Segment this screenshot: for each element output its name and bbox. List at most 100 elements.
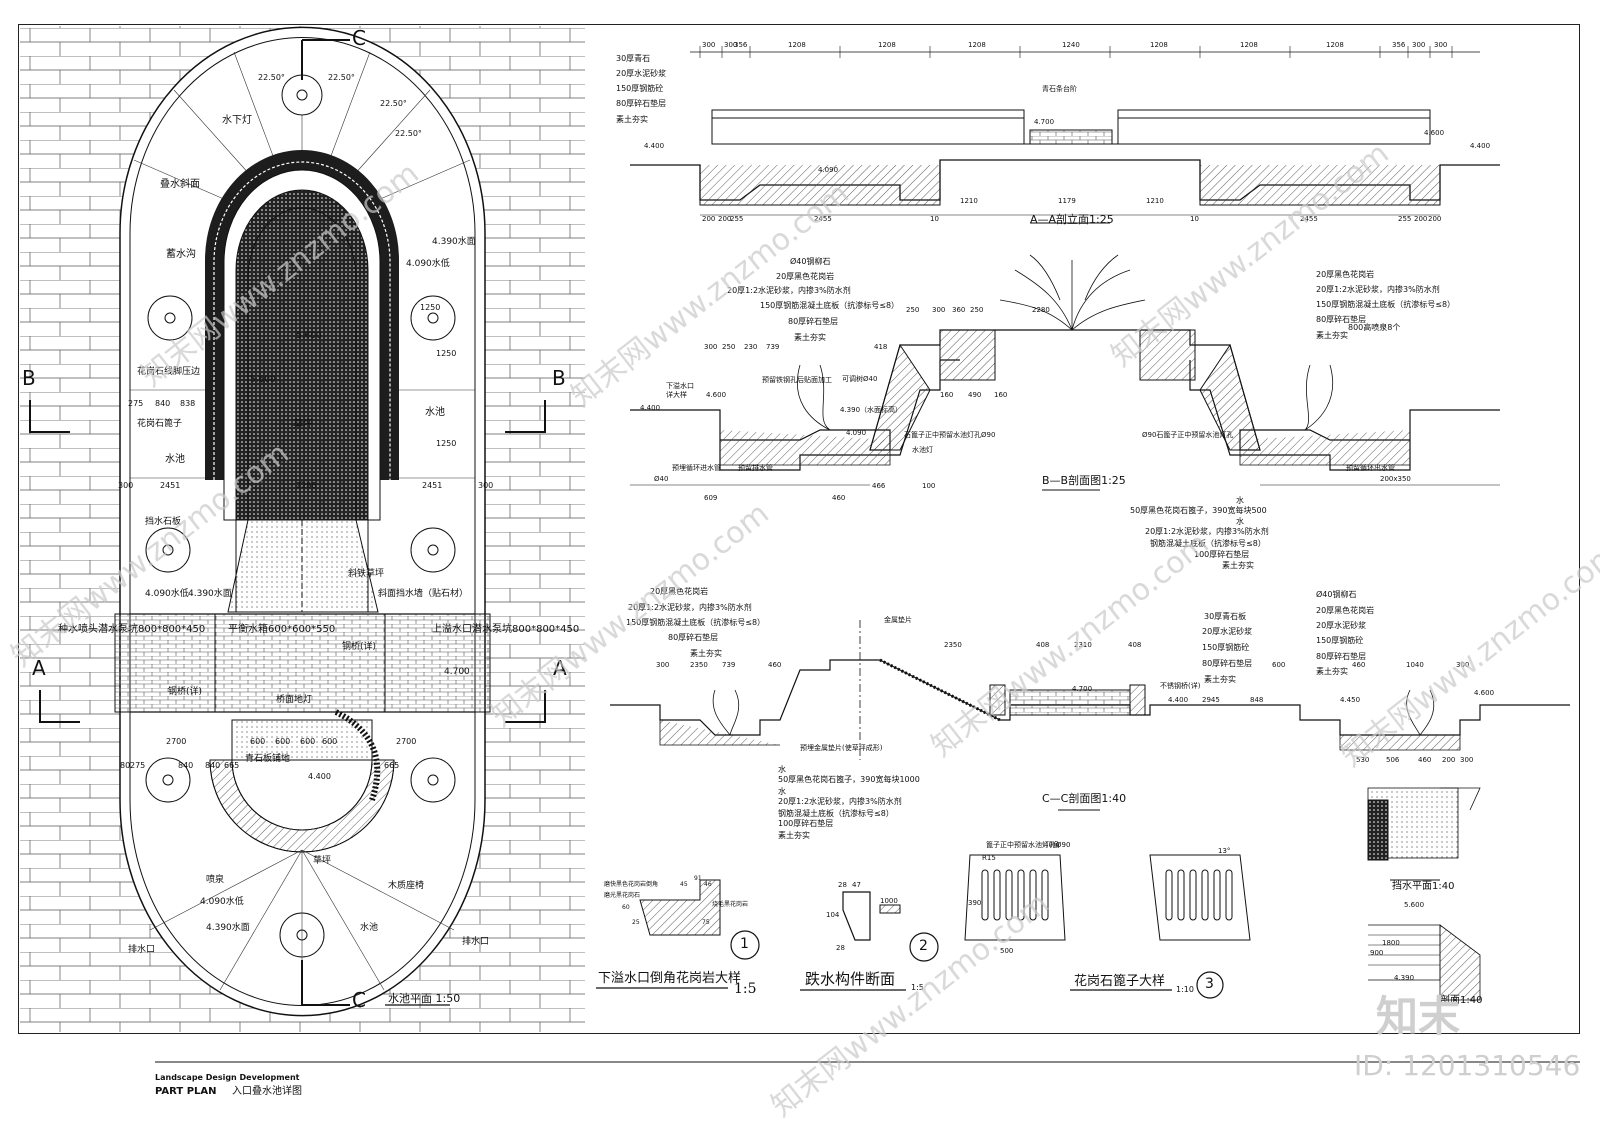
section-a-top-dim-6: 1240 [1062,41,1080,49]
section-b-bottom-layer-6: 素土夯实 [1222,561,1254,570]
section-b-left-layer-2: 20厚1:2水泥砂浆，内掺3%防水剂 [727,286,851,295]
plan-dim-16: 2700 [396,737,417,746]
plan-dim-1: 22.50° [328,73,355,82]
detail-5-label-1: 4.390 [1394,974,1415,982]
plan-dim-6: 2451 [422,481,443,490]
section-c-bottom-layer-1: 50厚黑色花岗石篦子，390宽每块1000 [778,775,920,784]
section-b-marker-right: B [552,366,566,390]
section-c-mid-layer-1: 20厚水泥砂浆 [1202,627,1253,636]
plan-dim-3: 22.50° [395,129,422,138]
label-elev-1: 5.600 [250,375,276,385]
section-b-label-5: 4.090 [846,429,867,437]
detail-1-number: 1 [740,936,749,952]
section-a-bottom-dim-5: 1210 [960,197,978,205]
section-c-label-6: 848 [1250,696,1264,704]
plan-dim-26: 840 [205,761,221,770]
section-a-label-4400-right: 4.400 [1470,142,1491,150]
detail-2-number: 2 [919,938,928,954]
section-a-top-dim-7: 1208 [1150,41,1168,49]
detail-3-label-5: 390 [968,899,982,907]
section-c-left-layer-3: 80厚碎石垫层 [668,633,719,642]
section-a-layer-0: 30厚青石 [616,54,651,63]
section-a-marker-left: A [32,656,46,680]
plan-title: 水池平面 1:50 [388,992,461,1005]
detail-2-label-1: 47 [852,881,861,889]
section-b-label-2: 预留铁钢孔后贴面加工 [762,376,832,384]
label-stone-paving: 青石板铺地 [245,754,291,764]
section-b-left-layer-3: 150厚钢筋混凝土底板（抗渗标号≤8） [760,301,900,310]
detail-3-number: 3 [1205,976,1214,992]
section-a-top-dim-11: 300 [1412,41,1426,49]
label-lawn: 草坪 [293,419,313,430]
section-a-top-dim-10: 356 [1392,41,1406,49]
section-a-label-4600: 4.600 [1424,129,1445,137]
section-c-dim-16: 300 [1460,756,1474,764]
label-water-bottom-1: 4.090水低 [406,259,450,269]
detail-2-title: 跌水构件断面 [805,970,896,988]
plan-dim-21: 665 [224,761,240,770]
label-water-level-1: 4.390水面 [432,237,476,247]
plan-dim-2: 22.50° [380,99,407,108]
plan-dim-25: 840 [178,761,194,770]
plan-dim-18: 600 [275,737,291,746]
section-b-dim-13: 460 [832,494,846,502]
detail-1-scale: 1:5 [734,981,757,997]
detail-2-scale: 1:5 [911,983,924,992]
section-c-marker-bottom: C [352,988,366,1012]
titleblock-line3: 入口叠水池详图 [232,1086,302,1097]
section-b-right-layer-5: 800高喷泉8个 [1348,323,1401,332]
section-c-dim-2: 739 [722,661,736,669]
titleblock-line1: Landscape Design Development [155,1073,300,1082]
section-c-mid-layer-0: 30厚青石板 [1204,612,1247,621]
label-granite-cover: 花岗石篦子 [137,419,183,429]
section-a-marker-right: A [553,656,567,680]
section-c-dim-15: 200 [1442,756,1456,764]
section-b-dim-0: 300 [704,343,718,351]
detail-5-label-2: 1800 [1382,939,1400,947]
plan-dim-22: 665 [384,761,400,770]
section-b-label-3: 可调树Ø40 [842,375,878,383]
detail-1-label-6: 60 [622,904,630,911]
titleblock-line2: PART PLAN [155,1086,217,1097]
section-b-label-1: 详大样 [666,391,687,399]
plan-dim-15: 2700 [166,737,187,746]
label-steel-bridge-2: 钢桥(详) [168,687,203,697]
section-b [630,254,1500,491]
section-c-right-layer-1: 20厚黑色花岗岩 [1316,606,1375,615]
label-storage-channel: 蓄水沟 [166,249,196,260]
section-b-right-layer-1: 20厚1:2水泥砂浆，内掺3%防水剂 [1316,285,1440,294]
section-c-bottom-layer-5: 100厚碎石垫层 [778,819,834,828]
label-pump-left: 种水喷头潜水泵坑800*800*450 [58,624,206,635]
section-a-layer-3: 80厚碎石垫层 [616,99,667,108]
section-a-layer-1: 20厚水泥砂浆 [616,69,667,78]
section-b-bottom-layer-1: 50厚黑色花岗石篦子，390宽每块500 [1130,506,1267,515]
section-c-dim-10: 1040 [1406,661,1424,669]
section-b-label-9: Ø40 [654,475,669,483]
section-b-label-16: 2280 [1032,306,1050,314]
section-b-label-6: 石篦子正中预留水池灯孔Ø90 [904,431,996,439]
detail-1-label-3: 91 [694,875,702,882]
section-b-bottom-layer-2: 水 [1236,517,1244,526]
section-a-top-dim-0: 300 [702,41,716,49]
section-b-bottom-layer-5: 100厚碎石垫层 [1194,550,1250,559]
label-stepped-water: 叠水斜面 [160,179,200,190]
section-b-left-layer-0: Ø40钢柳石 [790,257,831,266]
plan-dim-20: 600 [322,737,338,746]
section-b-right-layer-4: 素土夯实 [1316,331,1348,340]
section-b-label-13: Ø90石篦子正中预留水池灯孔 [1142,431,1234,439]
section-b-label-4: 4.390（水面标高） [840,406,903,414]
section-a-top-dim-8: 1208 [1240,41,1258,49]
plan-dim-7: 300 [118,481,134,490]
section-a-bottom-dim-8: 10 [1190,215,1199,223]
detail-2-label-4: 1000 [880,897,898,905]
label-balance-pit: 平衡水箱600*600*550 [228,624,336,635]
section-a-bottom-dim-9: 2455 [1300,215,1318,223]
section-a-layer-2: 150厚钢筋砼 [616,84,664,93]
section-b-dim-14: 466 [872,482,886,490]
section-c-label-2: 不锈钢桥(详) [1160,682,1201,690]
section-c-right-layer-0: Ø40钢柳石 [1316,590,1357,599]
section-b-label-15: 4.600 [706,391,727,399]
watermark-logo: 知末 [1376,992,1461,1041]
section-c-dim-0: 300 [656,661,670,669]
section-c-left-layer-0: 20厚黑色花岗岩 [650,587,709,596]
